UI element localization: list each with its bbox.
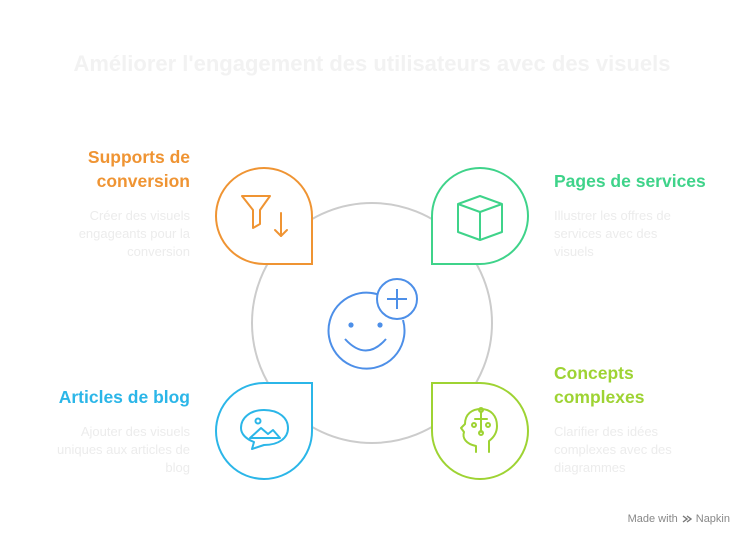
label-services: Pages de services [554,171,706,191]
label-concepts: Concepts complexes [554,363,645,407]
cube-icon [457,195,503,241]
napkin-brand-text: Napkin [695,513,730,525]
desc-blog: Ajouter des visuels uniques aux articles… [57,424,190,475]
label-blog: Articles de blog [58,387,190,407]
footer-credit[interactable]: Made with Napkin [628,513,730,525]
image-bubble-icon [240,409,289,450]
head-network-icon [460,407,498,453]
node-conversion[interactable] [215,167,313,265]
desc-concepts: Clarifier des idées complexes avec des d… [554,424,672,475]
napkin-logo-icon [682,515,692,523]
desc-conversion: Créer des visuels engageants pour la con… [78,208,190,259]
label-conversion: Supports de conversion [87,147,190,191]
smiley-plus-icon [327,278,418,370]
funnel-sort-icon [241,195,288,237]
desc-services: Illustrer les offres de services avec de… [554,208,671,259]
made-with-text: Made with [627,513,678,525]
central-ring [251,202,493,444]
diagram-title: Améliorer l'engagement des utilisateurs … [73,51,671,76]
